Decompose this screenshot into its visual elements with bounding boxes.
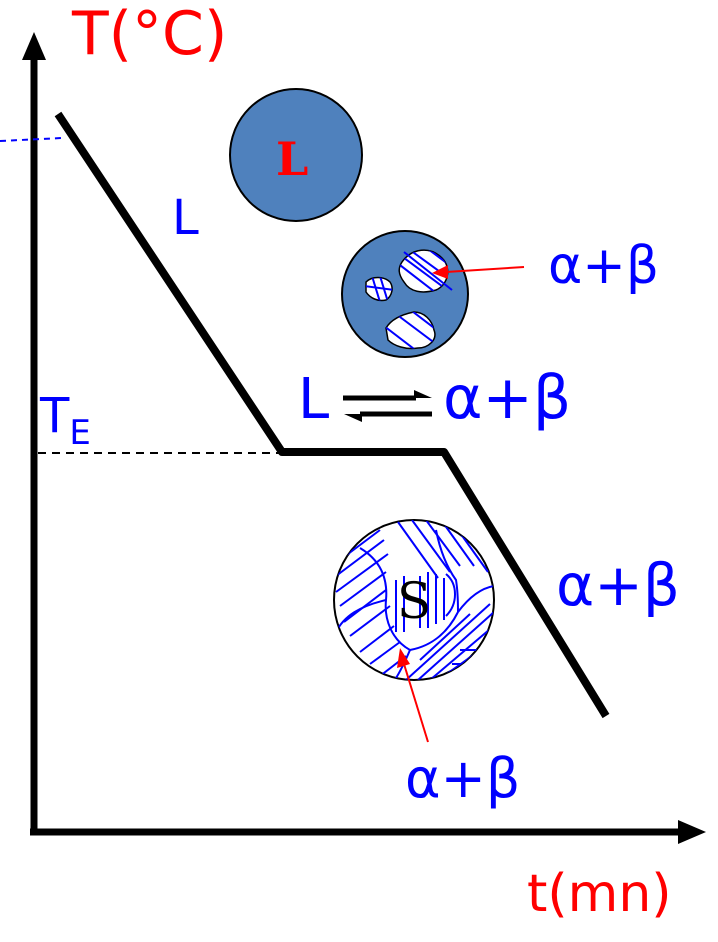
equilibrium-right-label: α+β bbox=[443, 368, 571, 428]
y-axis-arrowhead bbox=[22, 32, 46, 60]
eutectic-temperature-label: TE bbox=[40, 392, 91, 450]
liquid-segment-label: L bbox=[172, 194, 199, 242]
nucleation-circle bbox=[342, 231, 468, 357]
time-axis-label: t(mn) bbox=[527, 868, 672, 920]
equilibrium-left-label: L bbox=[298, 372, 329, 428]
x-axis-arrowhead bbox=[678, 820, 706, 844]
nucleus-phase-label: α+β bbox=[548, 240, 659, 292]
solid-segment-label: α+β bbox=[556, 556, 680, 614]
temperature-axis-label: T(°C) bbox=[72, 4, 227, 64]
solid-circle-label: S bbox=[397, 576, 431, 626]
te-main: T bbox=[40, 388, 69, 444]
equilibrium-forward-arrowhead bbox=[414, 390, 432, 398]
liquid-circle-label: L bbox=[276, 136, 308, 182]
equilibrium-reverse-arrowhead bbox=[344, 414, 362, 422]
grain-phase-label: α+β bbox=[405, 752, 520, 806]
te-subscript: E bbox=[69, 413, 90, 453]
